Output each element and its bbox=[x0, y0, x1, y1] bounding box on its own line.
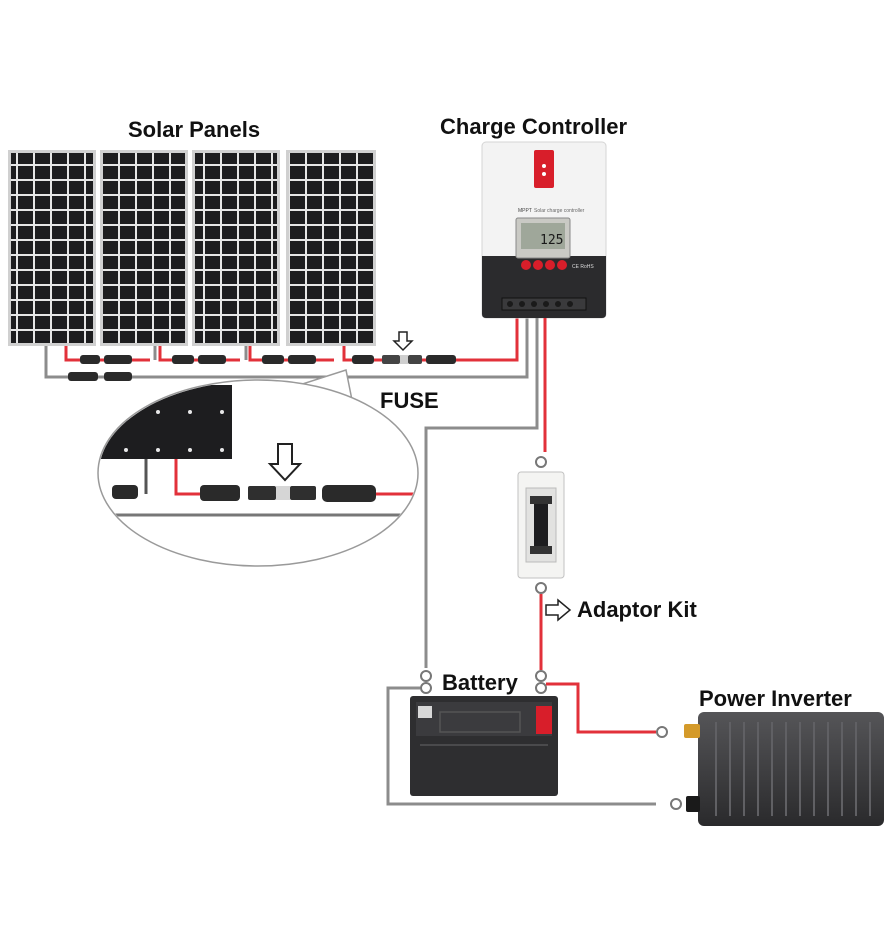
controller-buttons bbox=[521, 260, 567, 270]
charge-controller-label: Charge Controller bbox=[440, 114, 628, 139]
solar-panel-1 bbox=[8, 150, 96, 346]
right-arrow-icon bbox=[545, 598, 572, 622]
controller-brand-text: MPPT bbox=[518, 208, 532, 214]
controller-lcd-value: 125 bbox=[540, 233, 563, 248]
down-arrow-icon bbox=[392, 331, 414, 352]
solar-panels-label: Solar Panels bbox=[128, 117, 261, 142]
inverter-wiring bbox=[386, 682, 656, 806]
fuse-down-arrow-icon bbox=[267, 443, 303, 482]
power-inverter bbox=[684, 712, 884, 826]
inverter-terminal-rings bbox=[656, 726, 682, 810]
controller-model-text: Solar charge controller bbox=[534, 208, 585, 214]
controller-cert-text: CE RoHS bbox=[572, 264, 594, 270]
fuse-callout bbox=[97, 369, 419, 567]
fuse-label: FUSE bbox=[380, 388, 439, 413]
solar-panel-2 bbox=[100, 150, 188, 346]
battery-label: Battery bbox=[442, 670, 518, 695]
solar-panel-array bbox=[8, 150, 376, 346]
controller-output-wiring bbox=[424, 318, 547, 668]
solar-panel-4 bbox=[286, 150, 376, 346]
solar-panel-3 bbox=[192, 150, 280, 346]
power-inverter-label: Power Inverter bbox=[699, 686, 852, 711]
mc4-connectors bbox=[68, 355, 456, 381]
charge-controller: 125 MPPT Solar charge controller CE RoHS bbox=[481, 141, 607, 319]
fuse-holder bbox=[517, 456, 565, 594]
adaptor-kit-label: Adaptor Kit bbox=[577, 597, 697, 622]
battery-terminal-rings bbox=[420, 670, 547, 694]
battery bbox=[410, 696, 558, 796]
